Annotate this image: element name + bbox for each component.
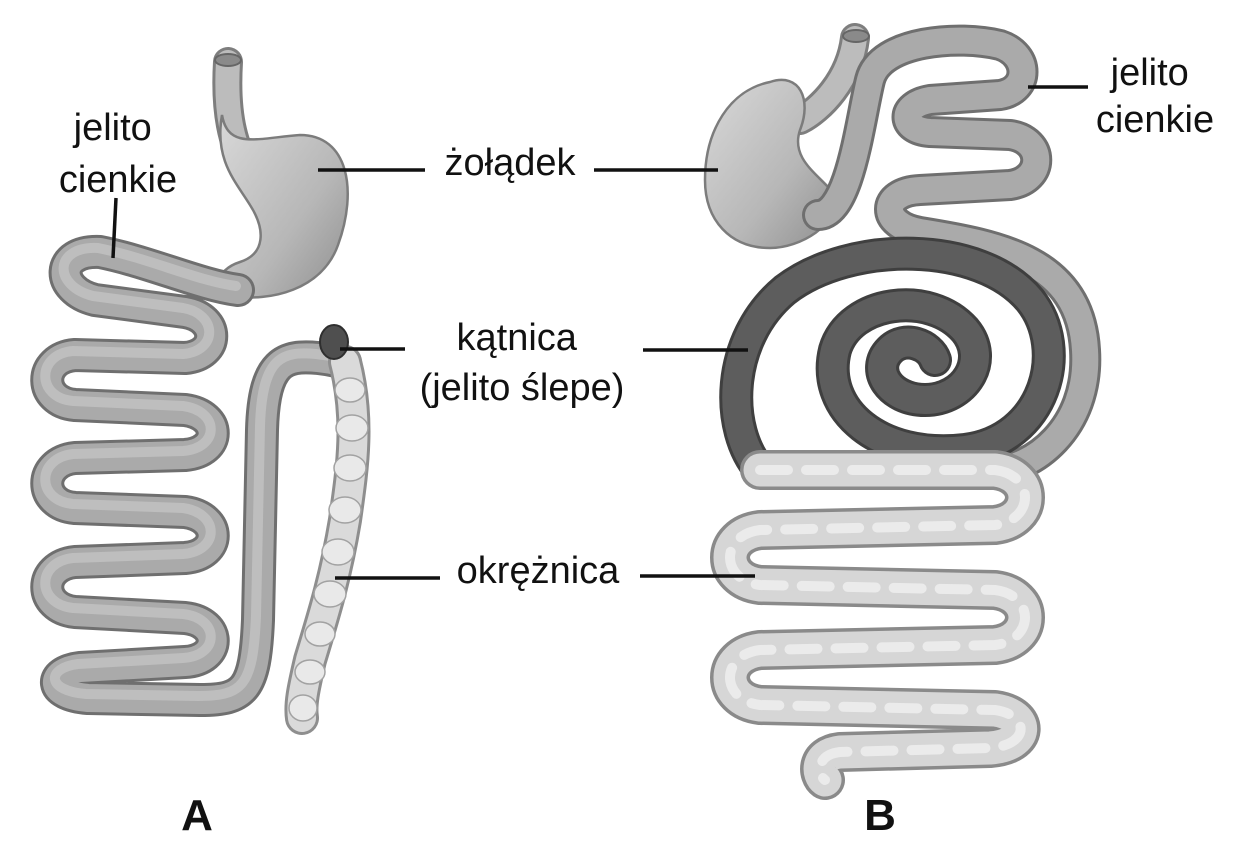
label-zoladek: żołądek xyxy=(445,142,577,184)
leader-jelito-cienkie-left xyxy=(111,197,118,259)
label-katnica: kątnica (jelito ślepe) xyxy=(420,317,625,409)
panel-b-illustration xyxy=(703,23,1102,800)
label-jelito-cienkie-right: jelito cienkie xyxy=(1096,52,1214,141)
colon-b xyxy=(710,450,1045,800)
cecum-b xyxy=(719,236,1066,487)
panel-label-a: A xyxy=(181,791,213,840)
small-intestine-a xyxy=(30,235,362,717)
small-intestine-b xyxy=(802,24,1102,486)
stomach-b xyxy=(703,78,837,250)
panel-a-illustration xyxy=(30,47,371,735)
panel-label-b: B xyxy=(864,791,896,840)
label-okreznica: okrężnica xyxy=(457,550,620,592)
colon-a xyxy=(284,345,371,735)
cecum-a xyxy=(319,324,349,360)
stomach-a xyxy=(216,114,349,299)
label-jelito-cienkie-left: jelito cienkie xyxy=(59,107,177,201)
esophagus-b xyxy=(785,23,870,135)
